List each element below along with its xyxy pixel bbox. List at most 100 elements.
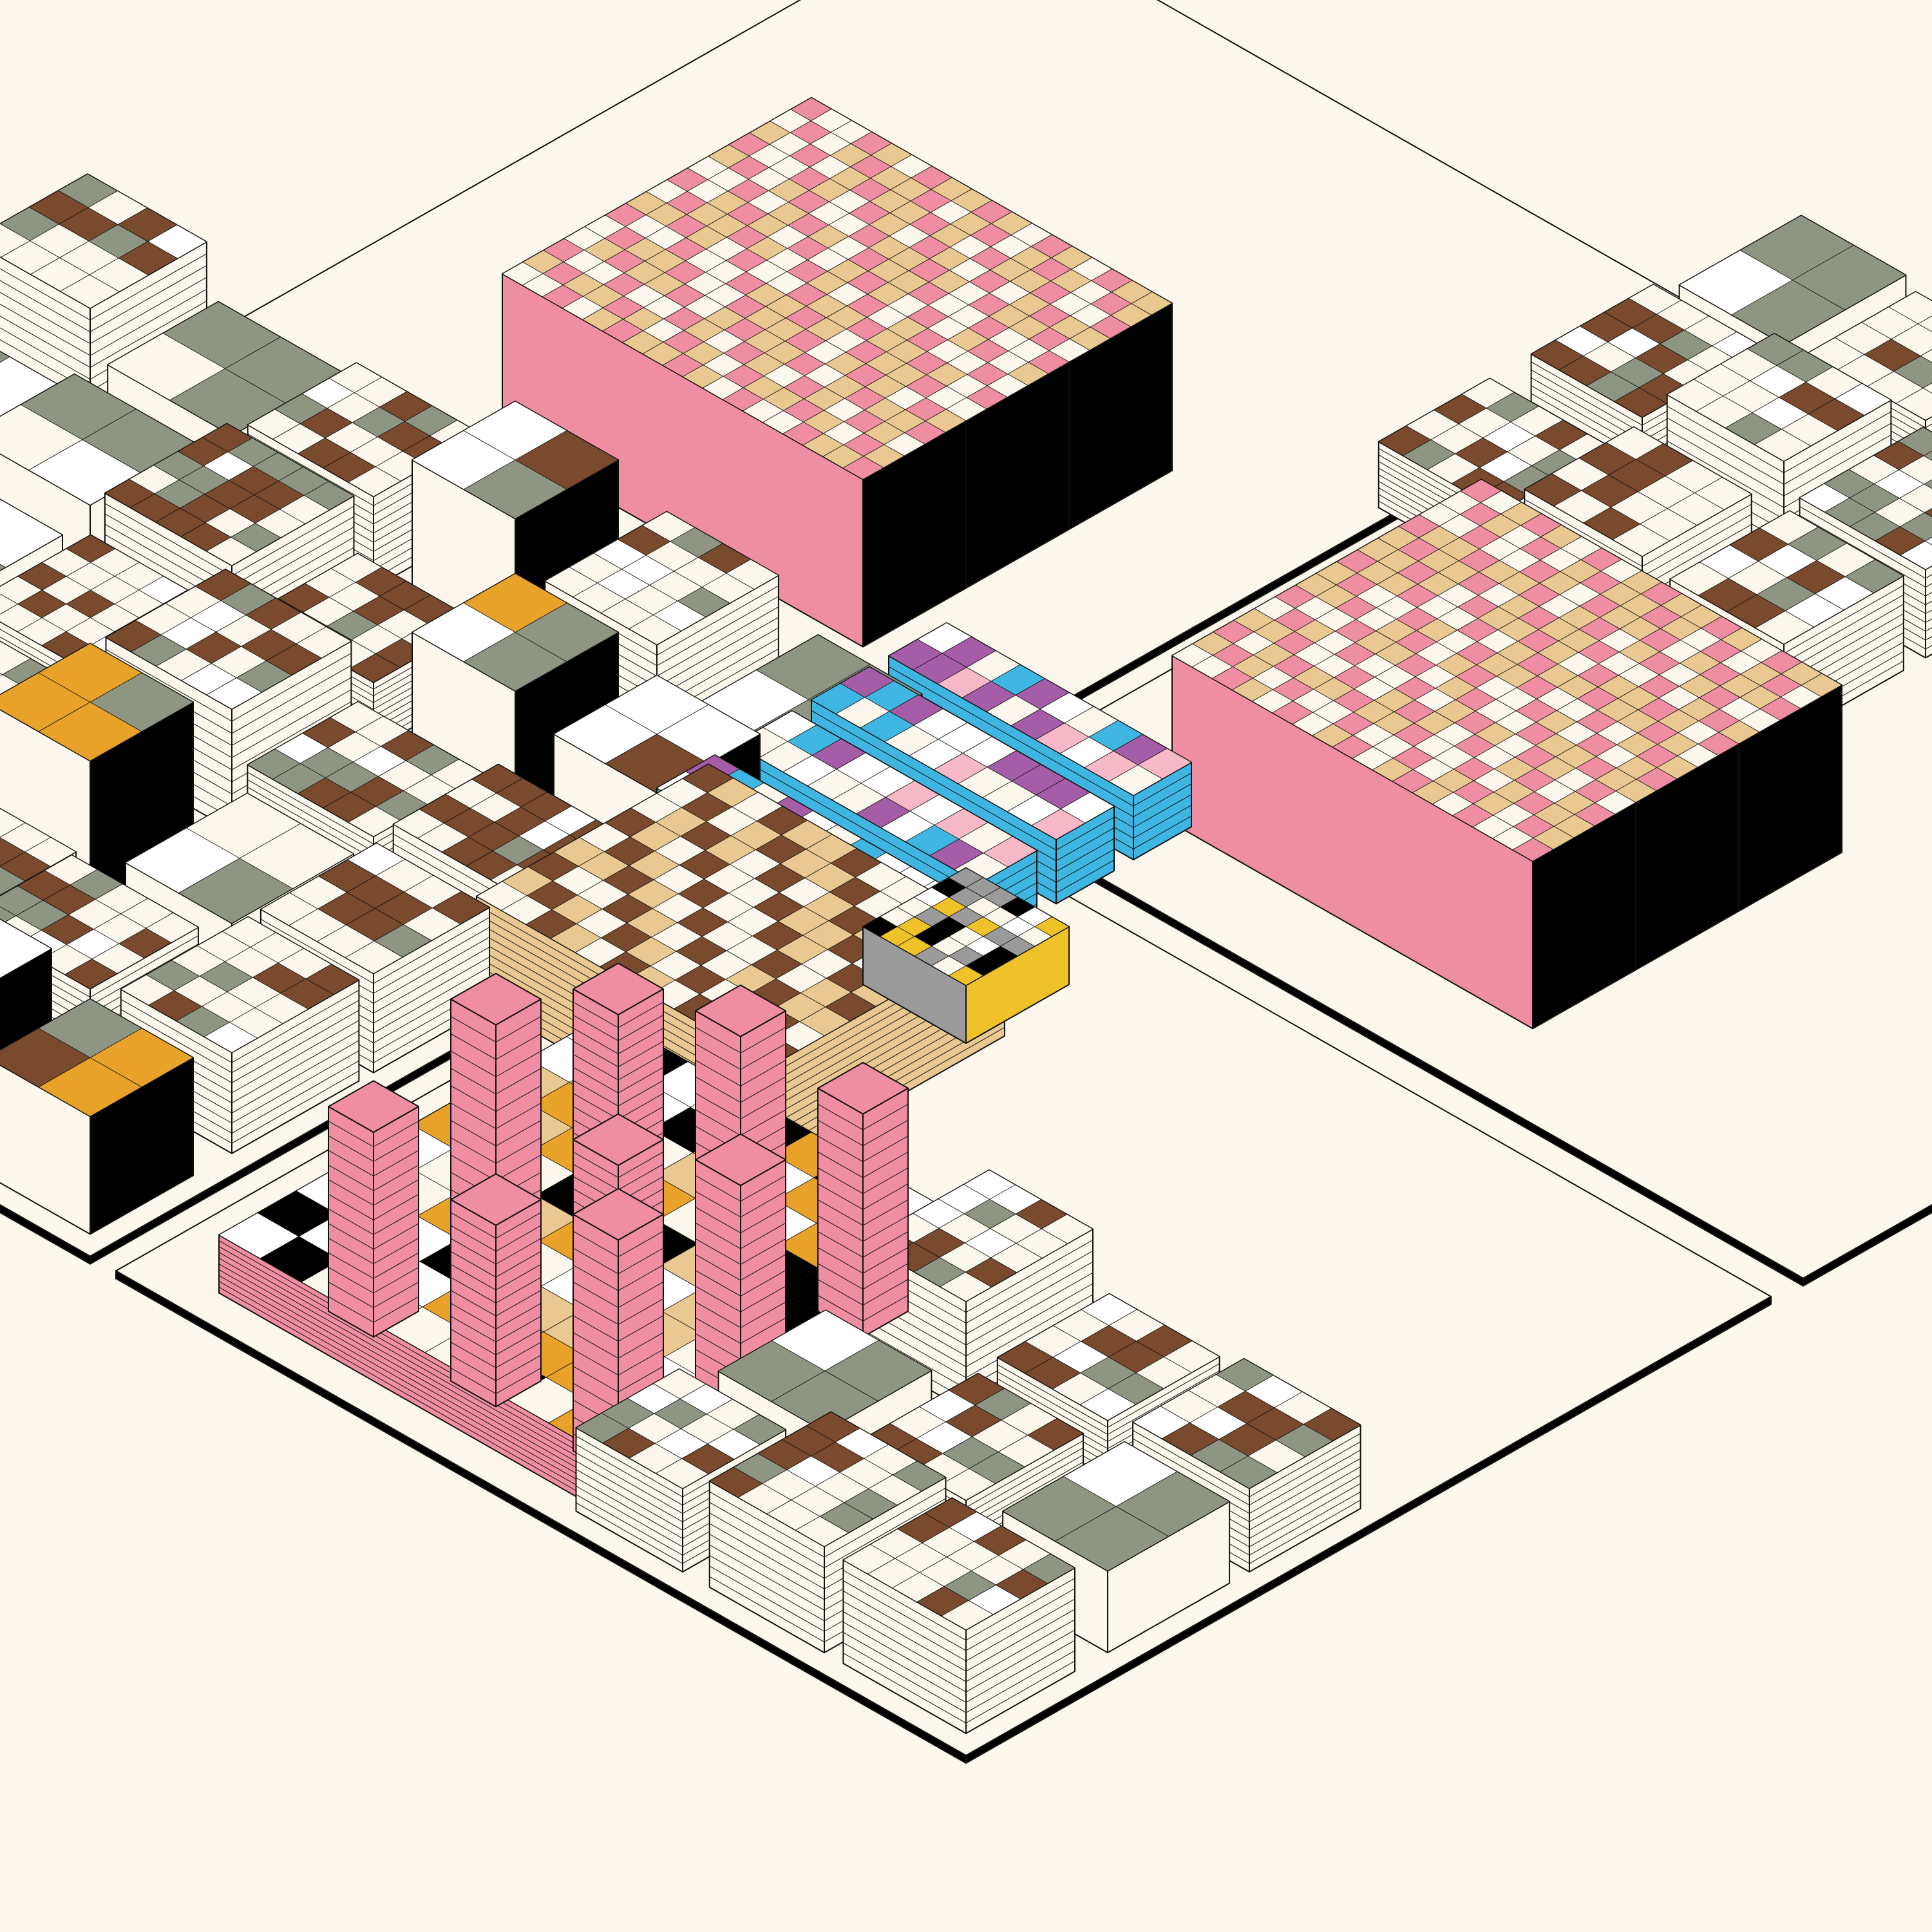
floor-line [709, 1523, 825, 1589]
roof-tile [1739, 215, 1854, 281]
floor-line [965, 1629, 1075, 1692]
floor-line [1133, 772, 1192, 807]
floor-line [573, 1151, 619, 1178]
floor-line [1132, 1438, 1250, 1506]
roof-tile [0, 866, 26, 896]
roof-tile [756, 634, 871, 700]
floor-line [450, 1354, 497, 1381]
floor-line [965, 1250, 1094, 1324]
floor-line [618, 1028, 664, 1054]
floor-line [495, 1225, 542, 1252]
floor-line [709, 1544, 825, 1611]
roof [328, 1080, 419, 1133]
floor-line [1056, 817, 1115, 851]
pink-tower [328, 1080, 419, 1338]
floor-line [260, 918, 374, 984]
floor-line [1531, 377, 1643, 442]
floor-line [495, 1367, 542, 1394]
floor-line [247, 786, 374, 860]
floor-line [695, 1333, 741, 1360]
floor-line [495, 1137, 542, 1164]
floor-line [1249, 1475, 1361, 1539]
floor-line [328, 1252, 374, 1279]
roof-tile [58, 173, 118, 208]
roof-tile [1460, 479, 1502, 503]
floor-line [450, 1290, 497, 1316]
floor-line [573, 1282, 619, 1308]
floor-line [573, 1349, 619, 1376]
floor-line [573, 1383, 619, 1410]
floor-line [1056, 838, 1115, 872]
floor-line [740, 1238, 786, 1265]
floor-line [695, 1302, 741, 1329]
floor-line [1783, 422, 1891, 485]
floor-line [90, 300, 207, 368]
floor-line [495, 1329, 542, 1356]
floor-line [231, 1050, 359, 1124]
roof-tile [0, 593, 19, 615]
floor-line [618, 1164, 664, 1191]
floor-line [104, 513, 232, 587]
floor-line [450, 1303, 497, 1330]
floor-line [328, 1164, 374, 1191]
floor-line [843, 1642, 967, 1713]
roof-tile [1898, 427, 1932, 456]
floor-line [709, 1502, 825, 1568]
floor-line [1667, 406, 1785, 473]
floor-line [90, 265, 207, 332]
floor-line [618, 1332, 664, 1359]
roof-tile [1759, 510, 1819, 545]
floor-line [573, 1041, 619, 1068]
floor-line [373, 927, 490, 994]
floor-line [218, 1252, 632, 1488]
floor-line [495, 1238, 542, 1265]
floor-line [965, 1578, 1075, 1641]
floor-line [695, 1093, 741, 1119]
floor-line [90, 289, 207, 356]
floor-line [618, 1282, 664, 1308]
roof-tile [762, 710, 817, 742]
floor-line [120, 1009, 232, 1074]
floor-line [618, 1247, 664, 1274]
roof-tile [772, 1310, 879, 1372]
floor-line [495, 1085, 542, 1112]
floor-line [740, 1059, 786, 1086]
floor-line [90, 253, 207, 321]
roof-tile [0, 919, 52, 978]
floor-line [231, 990, 359, 1063]
roof-tile [347, 842, 405, 876]
floor-line [573, 1066, 619, 1094]
floor-line [373, 1121, 419, 1148]
floor-line [0, 316, 91, 368]
roof-tile [1081, 1293, 1137, 1326]
floor-line [120, 999, 232, 1063]
floor-line [740, 1043, 786, 1070]
floor-line [811, 710, 1057, 851]
floor-line [218, 1264, 632, 1499]
floor-line [965, 1440, 1084, 1508]
floor-line [817, 1279, 864, 1305]
roof-tile [66, 535, 115, 563]
floor-line [824, 1498, 946, 1568]
floor-line [573, 1093, 619, 1120]
floor-line [1249, 1458, 1361, 1522]
roof-tile [1917, 316, 1932, 332]
floor-line [573, 1366, 619, 1392]
floor-line [740, 1109, 786, 1136]
floor-line [1056, 827, 1115, 862]
floor-line [695, 1207, 741, 1233]
roof-tile [38, 998, 142, 1058]
roof-tile [1747, 333, 1804, 366]
floor-line [843, 1632, 967, 1703]
floor-line [862, 1119, 909, 1146]
floor-line [450, 1050, 497, 1077]
floor-line [888, 666, 1134, 807]
floor-line [862, 1183, 909, 1210]
roof-tile [0, 837, 26, 867]
roof [573, 1113, 664, 1166]
floor-line [576, 1477, 683, 1539]
floor-line [231, 689, 352, 758]
roof-tile [330, 701, 384, 732]
floor-line [573, 1298, 619, 1325]
floor-line [328, 1223, 374, 1250]
